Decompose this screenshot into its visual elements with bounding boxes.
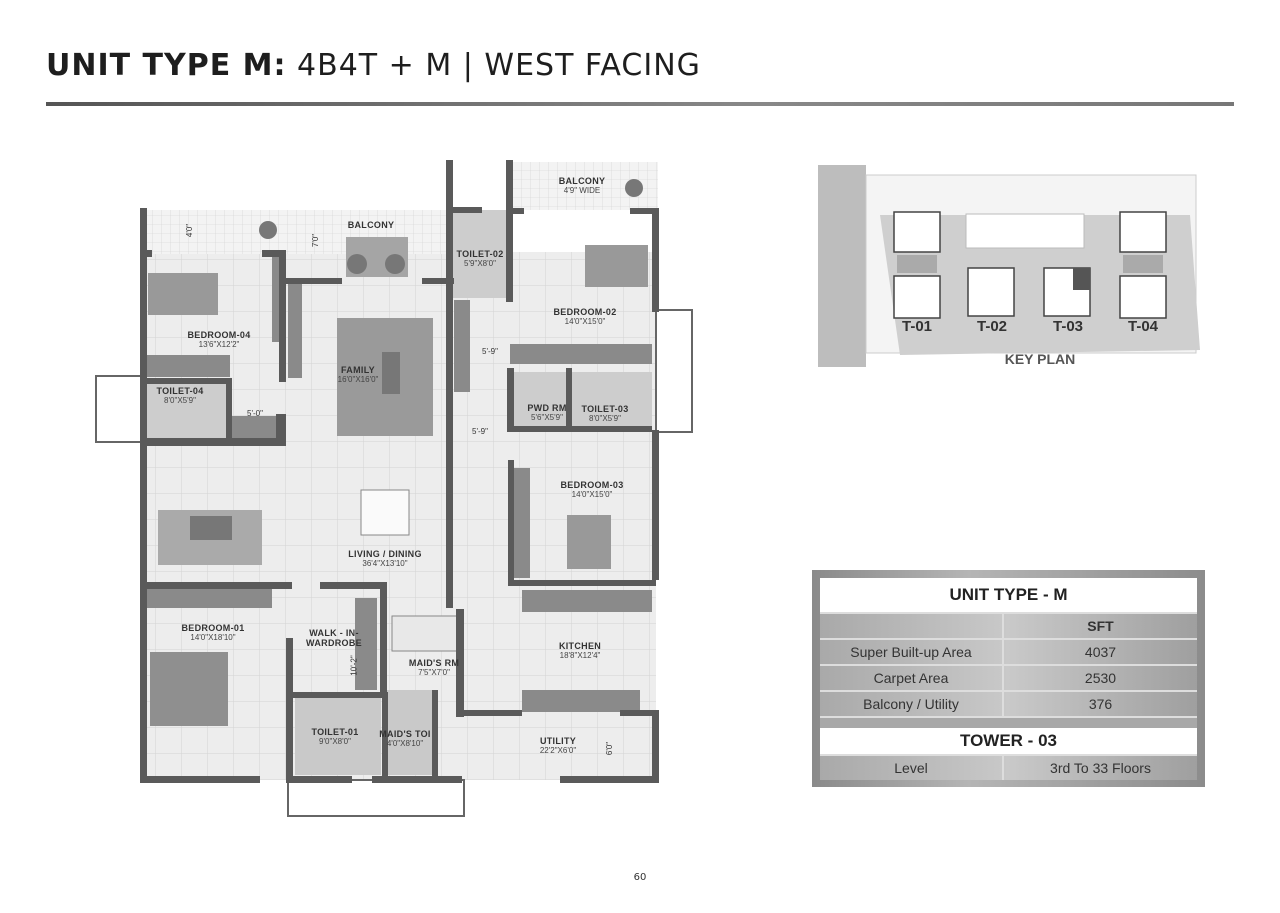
- table-spacer: [820, 716, 1197, 728]
- room-name: TOILET-01: [311, 727, 359, 737]
- row-label: Super Built-up Area: [820, 640, 1004, 664]
- row-label: Balcony / Utility: [820, 692, 1004, 716]
- room-size: 8'0"X5'9": [164, 396, 196, 405]
- room-name: MAID'S TOI: [379, 729, 431, 739]
- tower-label-t03: T-03: [1052, 318, 1084, 335]
- page-number: 60: [633, 872, 647, 883]
- room-name: MAID'S RM: [408, 658, 460, 668]
- room-size: 22'2"X6'0": [539, 746, 577, 755]
- room-size: 13'6"X12'2": [198, 340, 240, 349]
- room-name: BALCONY: [558, 176, 606, 186]
- room-size: 18'8"X12'4": [559, 651, 601, 660]
- dimension: 6'0": [605, 741, 615, 756]
- key-plan-drawing: [818, 165, 1200, 367]
- tower-label-t02: T-02: [976, 318, 1008, 335]
- row-value: 4037: [1084, 644, 1117, 660]
- bed-03: [567, 515, 611, 569]
- dimension: 5'-0": [247, 409, 263, 418]
- table-title: UNIT TYPE - M: [820, 578, 1197, 612]
- room-size: 14'0"X15'0": [564, 317, 606, 326]
- room-size: 4'9" WIDE: [563, 186, 601, 195]
- room-size: 9'0"X8'0": [319, 737, 351, 746]
- room-name: WARDROBE: [306, 638, 362, 648]
- area-table: UNIT TYPE - M SFT Super Built-up Area 403…: [812, 570, 1205, 787]
- title-divider: [46, 102, 1234, 106]
- room-name: TOILET-03: [581, 404, 629, 414]
- table-row: Super Built-up Area 4037: [820, 638, 1197, 664]
- dimension: 5'-9": [472, 427, 488, 436]
- room-size: 16'0"X16'0": [337, 375, 379, 384]
- room-name: TOILET-02: [456, 249, 504, 259]
- room-name: KITCHEN: [558, 641, 602, 651]
- dimension: 7'0": [311, 233, 321, 248]
- level-value: 3rd To 33 Floors: [1050, 760, 1151, 776]
- level-label: Level: [820, 756, 1004, 780]
- row-value: 376: [1088, 696, 1113, 712]
- dining-table: [360, 489, 410, 536]
- room-name: WALK - IN-: [309, 628, 359, 638]
- room-name: BEDROOM-02: [553, 307, 617, 317]
- title-config: 4B4T + M | WEST FACING: [286, 48, 701, 83]
- unit-header: SFT: [1087, 618, 1114, 634]
- row-label: Carpet Area: [820, 666, 1004, 690]
- room-name: TOILET-04: [156, 386, 204, 396]
- walls: [140, 160, 659, 783]
- dimension: 5'-9": [482, 347, 498, 356]
- title-unit-type: UNIT TYPE M:: [46, 48, 287, 83]
- room-name: BALCONY: [347, 220, 395, 230]
- dimension: 10'-2": [349, 655, 359, 676]
- room-size: 8'0"X5'9": [589, 414, 621, 423]
- tower-label-t04: T-04: [1127, 318, 1159, 335]
- room-name: FAMILY: [341, 365, 375, 375]
- bed-02: [585, 245, 648, 287]
- table-cell: [820, 614, 1004, 638]
- table-row: Carpet Area 2530: [820, 664, 1197, 690]
- room-size: 5'6"X5'9": [531, 413, 563, 422]
- dimension: 4'0": [185, 223, 195, 238]
- tower-title: TOWER - 03: [820, 728, 1197, 754]
- room-name: BEDROOM-01: [181, 623, 245, 633]
- room-name: BEDROOM-04: [187, 330, 251, 340]
- room-walk-in-wardrobe: WALK - IN-WARDROBE: [306, 628, 362, 648]
- bed-01: [150, 652, 228, 726]
- room-size: 14'0"X15'0": [571, 490, 613, 499]
- room-size: 36'4"X13'10": [362, 559, 408, 568]
- row-value: 2530: [1084, 670, 1117, 686]
- highlighted-unit: [1073, 268, 1090, 290]
- room-name: UTILITY: [539, 736, 577, 746]
- level-row: Level 3rd To 33 Floors: [820, 754, 1197, 780]
- room-size: 7'5"X7'0": [418, 668, 450, 677]
- room-balcony: BALCONY: [348, 220, 395, 230]
- room-name: LIVING / DINING: [348, 549, 422, 559]
- tower-label-t01: T-01: [901, 318, 933, 335]
- page-title: UNIT TYPE M: 4B4T + M | WEST FACING: [46, 48, 701, 83]
- key-plan-title: KEY PLAN: [1004, 351, 1076, 367]
- room-size: 14'0"X18'10": [190, 633, 236, 642]
- table-header-row: SFT: [820, 612, 1197, 638]
- bed-04: [148, 273, 218, 315]
- room-size: 4'0"X8'10": [386, 739, 424, 748]
- table-row: Balcony / Utility 376: [820, 690, 1197, 716]
- room-name: BEDROOM-03: [560, 480, 624, 490]
- room-name: PWD RM: [527, 403, 567, 413]
- room-size: 5'9"X8'0": [464, 259, 496, 268]
